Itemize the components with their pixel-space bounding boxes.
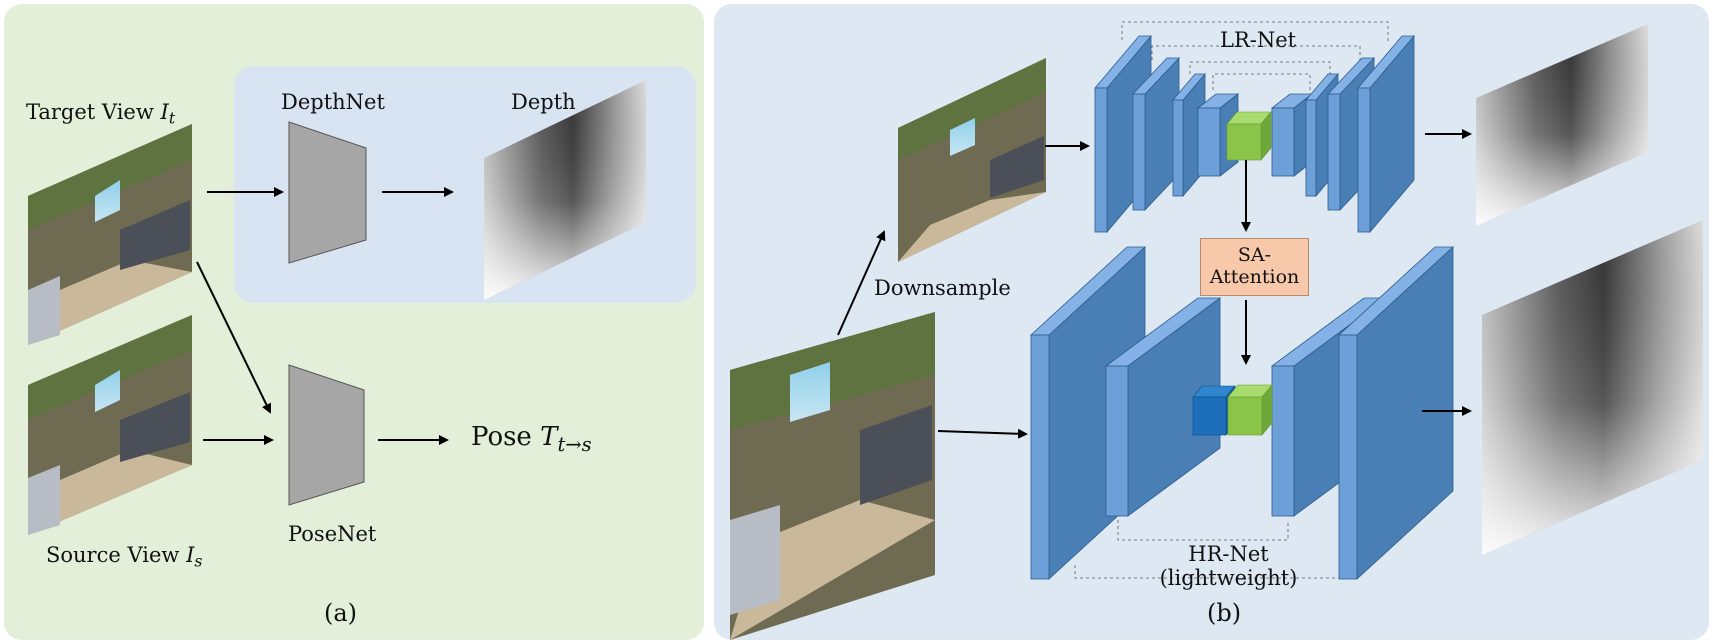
posenet-block — [288, 364, 365, 506]
hr-net-label: HR-Net (lightweight) — [1156, 542, 1301, 590]
lr-net-block-8 — [1357, 34, 1415, 234]
depth-label: Depth — [511, 90, 576, 114]
sa-attention-line2: Attention — [1209, 266, 1300, 288]
source-view-text: Source View — [46, 543, 180, 567]
lr-attention-cube — [1226, 111, 1272, 161]
target-view-image — [28, 124, 192, 345]
target-view-symbol: I — [160, 100, 169, 124]
hr-net-block-4 — [1337, 246, 1455, 580]
hr-input-image — [730, 312, 935, 640]
panel-b-caption: (b) — [1207, 599, 1242, 627]
lr-net-block-2 — [1132, 56, 1180, 212]
hr-net-line1: HR-Net — [1188, 542, 1269, 566]
target-view-text: Target View — [26, 100, 154, 124]
source-view-image — [28, 315, 192, 535]
source-view-label: Source View Is — [46, 543, 202, 571]
hr-net — [1029, 246, 1455, 580]
sa-attention-line1: SA- — [1237, 244, 1272, 267]
depth-map-output-a — [484, 80, 646, 300]
pose-subscript: t→s — [557, 432, 592, 456]
pose-text: Pose — [471, 422, 532, 452]
depthnet-label: DepthNet — [281, 90, 385, 114]
lr-depth-output — [1476, 24, 1648, 226]
source-view-symbol: I — [186, 543, 195, 567]
arrow-target-to-posenet — [196, 261, 271, 414]
hr-net-line2: (lightweight) — [1159, 566, 1298, 591]
pose-symbol: T — [540, 422, 558, 452]
lr-net-skip-connections — [1121, 21, 1389, 92]
sa-attention-box: SA- Attention — [1200, 238, 1309, 296]
panel-a-caption: (a) — [324, 599, 358, 627]
hr-attention-cube-green — [1227, 384, 1273, 436]
hr-net-block-2 — [1104, 297, 1222, 517]
target-view-subscript: t — [168, 108, 176, 128]
arrow-downsample — [837, 230, 886, 336]
hr-depth-output — [1482, 220, 1703, 555]
arrow-hr-input-to-hr-net — [937, 428, 1028, 439]
posenet-label: PoseNet — [288, 522, 377, 546]
source-view-subscript: s — [194, 551, 203, 571]
lr-net-label: LR-Net — [1220, 28, 1297, 52]
pose-label: Pose Tt→s — [471, 422, 592, 456]
target-view-label: Target View It — [26, 100, 175, 128]
downsample-label: Downsample — [874, 276, 1011, 300]
depthnet-block — [288, 121, 367, 264]
lr-net — [1094, 34, 1415, 234]
lr-input-image — [898, 58, 1046, 262]
